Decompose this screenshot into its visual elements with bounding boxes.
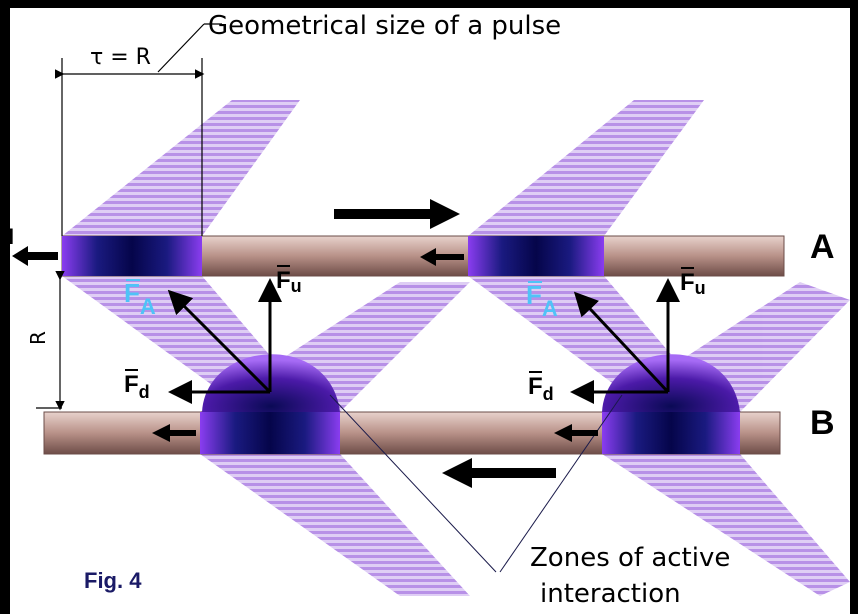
current-arrow-b-mid xyxy=(554,424,598,442)
fd-label-right: Fd xyxy=(528,373,554,404)
pulse-core-b-left xyxy=(200,412,340,454)
dimension-lines xyxy=(36,23,222,411)
force-vectors-left xyxy=(167,278,282,404)
zones-label-line2: interaction xyxy=(540,579,681,609)
current-label: I xyxy=(8,224,14,249)
arrow-left-bottom xyxy=(442,458,556,488)
r-label: R xyxy=(26,331,50,345)
current-arrow-a-left xyxy=(12,246,58,266)
zones-label-line1: Zones of active xyxy=(530,543,730,573)
pulse-a-left-upper xyxy=(62,100,300,236)
left-force-labels: FA Fu Fd xyxy=(124,265,302,402)
pulse-b-left-lower xyxy=(200,454,470,596)
pulse-core-a-right xyxy=(468,236,604,276)
wire-a-label: A xyxy=(810,228,835,266)
pulse-a-right-upper xyxy=(468,100,704,236)
current-arrow-a-mid xyxy=(420,248,464,266)
wire-b-label: B xyxy=(810,404,835,442)
pulse-b-right-lower xyxy=(602,454,850,596)
fu-label-left: Fu xyxy=(276,267,302,296)
fa-label-right: FA xyxy=(526,280,558,321)
interaction-dome-right xyxy=(602,354,740,412)
fig-label: Fig. 4 xyxy=(84,568,142,593)
current-arrow-b-left xyxy=(152,424,196,442)
pulse-core-b-right xyxy=(602,412,740,454)
tau-label: τ = R xyxy=(90,45,151,70)
direction-arrows xyxy=(334,199,556,488)
fd-label-left: Fd xyxy=(124,371,150,402)
arrow-right-top xyxy=(334,199,460,229)
title-label: Geometrical size of a pulse xyxy=(208,11,561,41)
fa-label-left: FA xyxy=(124,278,156,319)
fu-label-right: Fu xyxy=(680,269,706,298)
force-vectors-right xyxy=(570,278,680,404)
current-arrows xyxy=(12,246,598,442)
zone-pointers xyxy=(329,394,623,573)
pulse-core-a-left xyxy=(62,236,202,276)
right-force-labels: FA Fu Fd xyxy=(526,267,706,404)
